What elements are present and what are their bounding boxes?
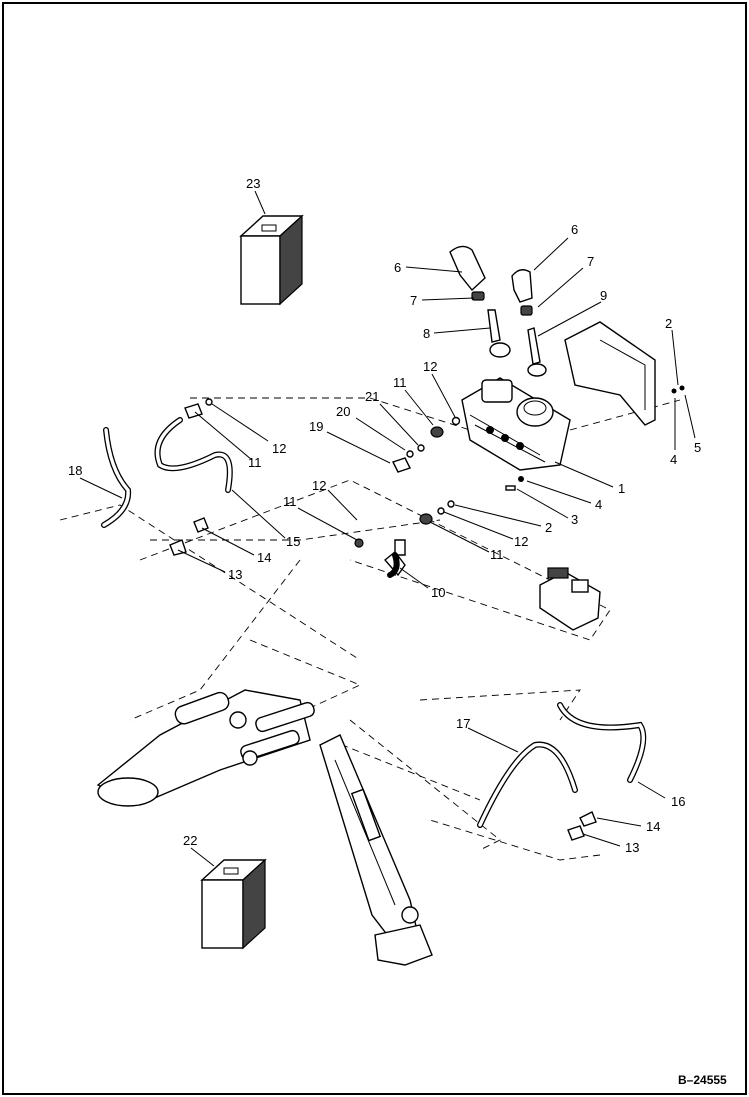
callout-2-top: 2 [665, 316, 672, 331]
callout-20: 20 [336, 404, 350, 419]
valve-mount-bracket [564, 321, 656, 426]
callout-8: 8 [423, 326, 430, 341]
auxiliary-valve [539, 567, 601, 631]
boom-assembly [96, 689, 315, 807]
callout-7-left: 7 [410, 293, 417, 308]
hose-18 [101, 427, 132, 528]
callout-13-left: 13 [228, 567, 242, 582]
leader-lines [79, 190, 696, 867]
callout-21: 21 [365, 389, 379, 404]
callout-5: 5 [694, 440, 701, 455]
callout-16: 16 [671, 794, 685, 809]
callout-11-a: 11 [393, 375, 407, 390]
part-1-control-valve [461, 377, 571, 471]
part-23-kit-box [239, 214, 304, 306]
callout-14-left: 14 [257, 550, 271, 565]
callout-23: 23 [246, 176, 260, 191]
hose-15 [154, 417, 233, 493]
callout-14-right: 14 [646, 819, 660, 834]
callout-12-b: 12 [514, 534, 528, 549]
callout-15: 15 [286, 534, 300, 549]
callout-4-top: 4 [670, 452, 677, 467]
callout-11-b: 11 [490, 547, 504, 562]
callout-11-c: 11 [283, 494, 297, 509]
callout-3: 3 [571, 512, 578, 527]
callout-22: 22 [183, 833, 197, 848]
callout-2-bottom: 2 [545, 520, 552, 535]
figure-id: B–24555 [678, 1073, 727, 1087]
hose-17 [477, 741, 578, 828]
callout-9: 9 [600, 288, 607, 303]
callout-17: 17 [456, 716, 470, 731]
callout-6-left: 6 [394, 260, 401, 275]
callout-labels: 23 6 6 7 7 8 9 2 5 4 12 11 21 20 19 1 4 … [68, 176, 701, 855]
callout-12-c: 12 [312, 478, 326, 493]
hose-10 [387, 552, 400, 578]
part-22-kit-box [200, 858, 267, 950]
callout-7-right: 7 [587, 254, 594, 269]
part-6-right-handle [511, 269, 533, 316]
callout-11-d: 11 [248, 455, 262, 470]
callout-10: 10 [431, 585, 445, 600]
callout-13-right: 13 [625, 840, 639, 855]
callout-18: 18 [68, 463, 82, 478]
callout-12-a: 12 [423, 359, 437, 374]
callout-4-bottom: 4 [595, 497, 602, 512]
hose-16 [557, 702, 647, 783]
callout-6-right: 6 [571, 222, 578, 237]
swing-arm-assembly [319, 734, 433, 966]
part-8-lever [487, 309, 511, 358]
part-9-lever [527, 327, 547, 377]
small-fittings [169, 385, 685, 841]
callout-19: 19 [309, 419, 323, 434]
callout-1: 1 [618, 481, 625, 496]
part-6-left-handle [449, 245, 486, 301]
callout-12-d: 12 [272, 441, 286, 456]
